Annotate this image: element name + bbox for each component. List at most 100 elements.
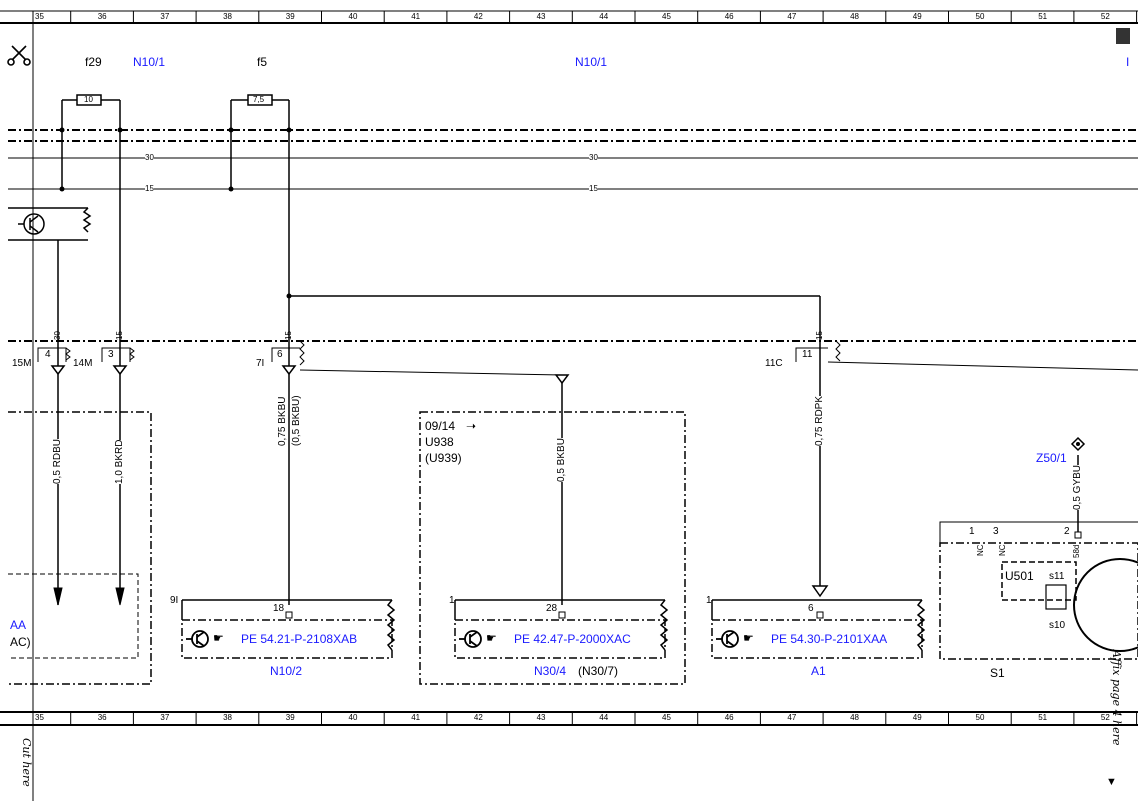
- ruler-column-label: 52: [1100, 713, 1110, 722]
- s1-nc-2: NC: [998, 544, 1007, 556]
- link-pe-54-21[interactable]: PE 54.21-P-2108XAB: [241, 632, 358, 646]
- ruler-column-label: 51: [1038, 12, 1048, 21]
- module-boundaries: [8, 129, 1138, 342]
- ruler-column-label: 47: [787, 713, 797, 722]
- page-corner-icon: [1116, 28, 1130, 44]
- wire-label-0-75-rdpk: 0,75 RDPK: [814, 395, 825, 446]
- ruler-column-label: 44: [599, 12, 609, 21]
- pin-15-a: 15: [115, 331, 124, 340]
- s1-u501: U501: [1005, 569, 1034, 583]
- ruler-column-label: 39: [285, 12, 295, 21]
- rails: [8, 157, 1138, 190]
- wire-label-0-75-bkbu: 0,75 BKBU: [277, 396, 288, 446]
- hand-pointer-icon: ☛: [743, 631, 754, 645]
- fuse-f29: [61, 94, 121, 595]
- left-partial-component: [8, 207, 92, 605]
- connector-14m: 14M: [73, 358, 93, 369]
- ruler-column-label: 37: [160, 12, 170, 21]
- ruler-column-label: 41: [411, 713, 421, 722]
- a1-pin: 6: [808, 603, 814, 614]
- fuse-f5: [230, 94, 821, 595]
- component-name-n30-4: N30/4: [534, 664, 567, 678]
- bottom-ruler: [0, 711, 1138, 726]
- n30-4-pin: 28: [546, 603, 558, 614]
- ruler-column-label: 42: [473, 12, 483, 21]
- rail-label-15-left: 15: [145, 184, 154, 193]
- s1-nc-1: NC: [976, 544, 985, 556]
- s1-s11: s11: [1049, 571, 1065, 582]
- ruler-column-label: 51: [1038, 713, 1048, 722]
- connector-arrows: [50, 365, 570, 385]
- ruler-column-label: 36: [97, 12, 107, 21]
- component-alt-n30-7: (N30/7): [578, 664, 619, 678]
- component-name-n10-2: N10/2: [270, 664, 303, 678]
- fuse-value-f29: 10: [84, 95, 93, 104]
- wire-down-lines: [288, 374, 563, 605]
- ruler-column-label: 37: [160, 713, 170, 722]
- pin-15-c: 15: [815, 331, 824, 340]
- top-ruler: [0, 10, 1138, 24]
- ruler-column-label: 43: [536, 713, 546, 722]
- ruler-column-label: 35: [35, 12, 44, 21]
- rail-label-30-left: 30: [145, 153, 154, 162]
- left-module-box: [8, 411, 152, 685]
- component-a1: [711, 599, 926, 659]
- cut-here-text: Cut here: [20, 738, 33, 787]
- fuse-label-f5: f5: [257, 55, 268, 69]
- s1-s10: s10: [1049, 620, 1066, 631]
- ruler-column-label: 50: [975, 713, 985, 722]
- validity-date: 09/14: [425, 419, 456, 433]
- ruler-column-label: 40: [348, 12, 358, 21]
- ruler-column-label: 36: [97, 713, 107, 722]
- ruler-column-label: 47: [787, 12, 797, 21]
- ruler-column-label: 44: [599, 713, 609, 722]
- s1-58d: 58d: [1072, 544, 1081, 558]
- component-n30-4: [454, 599, 669, 659]
- wire-label-0-5-gybu: 0,5 GYBU: [1072, 464, 1083, 510]
- hand-pointer-icon: ☛: [486, 631, 497, 645]
- pin-3: 3: [108, 349, 114, 360]
- link-pe-42-47[interactable]: PE 42.47-P-2000XAC: [514, 632, 631, 646]
- left-module-ac: AC): [10, 635, 31, 649]
- connector-15m: 15M: [12, 358, 32, 369]
- ruler-column-label: 39: [285, 713, 295, 722]
- ruler-column-label: 48: [850, 713, 859, 722]
- fuse-label-f29: f29: [85, 55, 102, 69]
- module-label-right-edge: I: [1126, 55, 1130, 69]
- s1-pin-2: 2: [1064, 526, 1070, 537]
- hand-pointer-icon: ☛: [213, 631, 224, 645]
- pin-4: 4: [45, 349, 51, 360]
- s1-pin-1: 1: [969, 526, 975, 537]
- module-label-n10-1-center: N10/1: [575, 55, 608, 69]
- component-n10-2: [181, 599, 396, 659]
- affix-page-text: Affix page 4 here: [1110, 650, 1123, 746]
- link-pe-54-30[interactable]: PE 54.30-P-2101XAA: [771, 632, 888, 646]
- ruler-column-label: 46: [724, 713, 734, 722]
- wire-label-0-5-bkbu: 0,5 BKBU: [556, 438, 567, 482]
- n10-2-pin: 18: [273, 603, 285, 614]
- wire-label-1-0-bkrd: 1,0 BKRD: [114, 439, 125, 484]
- ruler-column-label: 50: [975, 12, 985, 21]
- ruler-column-label: 41: [411, 12, 421, 21]
- variant-code-u939: (U939): [425, 451, 462, 465]
- scissors-icon: [7, 45, 31, 66]
- arrow-down-icon: ▼: [1106, 776, 1117, 788]
- fuse-value-f5: 7,5: [253, 95, 265, 104]
- component-name-a1: A1: [811, 664, 826, 678]
- connector-7i: 7I: [256, 358, 265, 369]
- terminal-arrows: [53, 585, 829, 606]
- component-s1: [939, 436, 1138, 660]
- module-label-n10-1-left: N10/1: [133, 55, 166, 69]
- variant-code-u938: U938: [425, 435, 454, 449]
- ruler-column-label: 45: [662, 12, 671, 21]
- pin-30: 30: [53, 331, 62, 340]
- transistor-icons: [186, 630, 739, 648]
- n30-4-module-box: [419, 411, 686, 685]
- arrow-right-icon: ➝: [466, 419, 477, 433]
- ruler-column-label: 40: [348, 713, 358, 722]
- ruler-column-label: 45: [662, 713, 671, 722]
- rail-label-15-mid: 15: [589, 184, 598, 193]
- ruler-column-label: 35: [35, 713, 44, 722]
- connector-11c: 11C: [765, 358, 783, 369]
